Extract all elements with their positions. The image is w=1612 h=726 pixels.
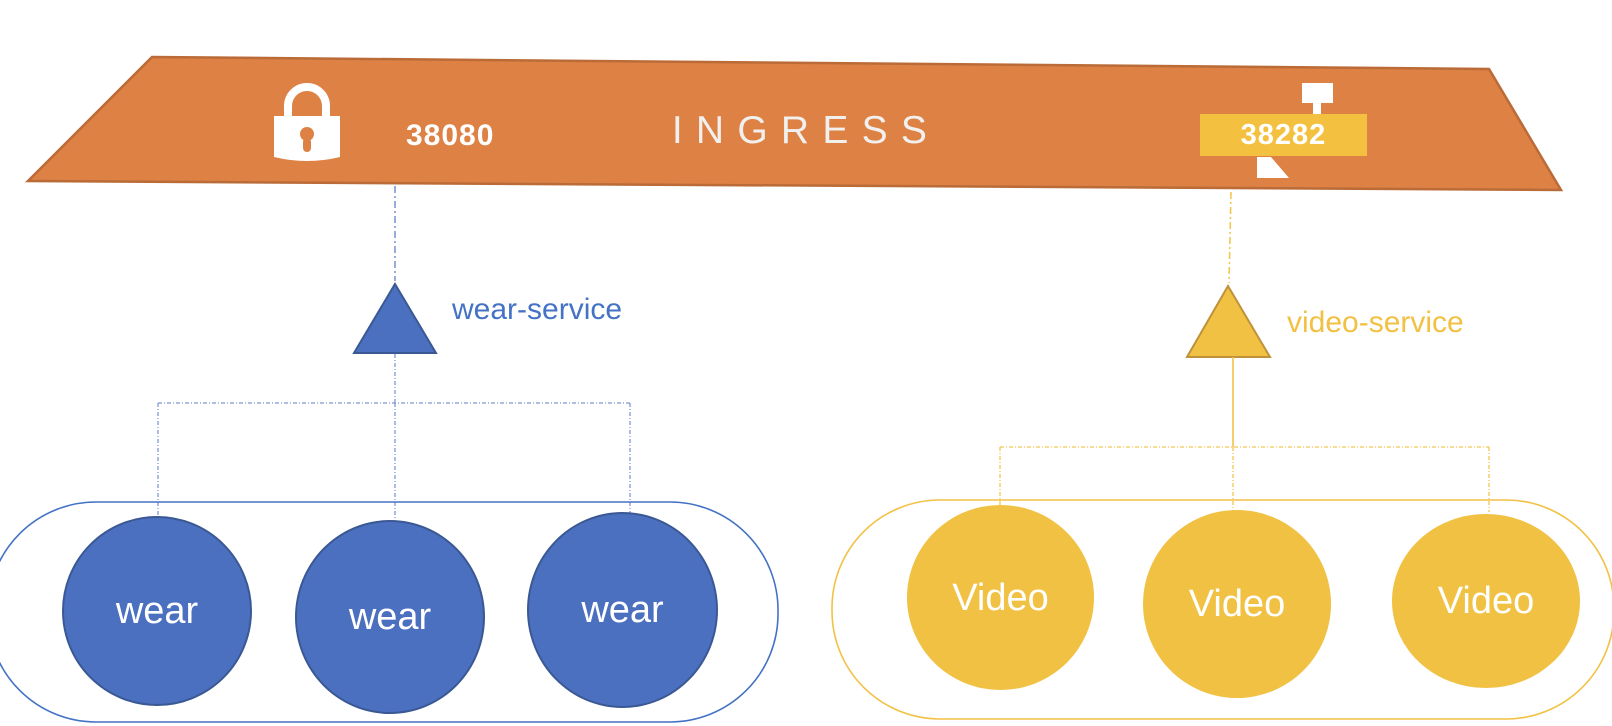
video-pod-group-outline [831,499,1612,720]
pod-video-1: Video [907,505,1094,690]
pod-video-1-label: Video [952,576,1049,619]
pod-wear-1: wear [62,516,252,706]
pod-video-2: Video [1143,510,1331,698]
pod-wear-3: wear [527,512,718,708]
wear-service-label: wear-service [452,293,623,326]
wear-service-triangle [352,282,438,354]
pod-wear-1-label: wear [115,590,199,632]
wear-pod-group-outline [0,501,779,723]
pod-wear-2-label: wear [348,596,432,638]
pod-wear-3-label: wear [581,589,664,631]
ingress-title: INGRESS [671,109,941,152]
pod-video-2-label: Video [1188,583,1286,625]
pod-video-3: Video [1392,514,1580,688]
ingress-banner-shape [24,55,1564,192]
right-port-badge: 38282 [1200,114,1367,156]
video-service-label: video-service [1287,306,1464,339]
lock-icon [274,83,340,161]
wear-fanout-connector [157,354,631,528]
pod-wear-2: wear [295,520,485,714]
pod-video-3-label: Video [1437,580,1535,622]
left-port-label: 38080 [406,119,495,152]
signpost-icon [1257,83,1333,178]
video-fanout-connector [999,446,1490,524]
video-service-triangle [1185,284,1272,358]
video-ingress-connector-line [1228,191,1232,284]
right-port-label: 38282 [1240,118,1327,151]
